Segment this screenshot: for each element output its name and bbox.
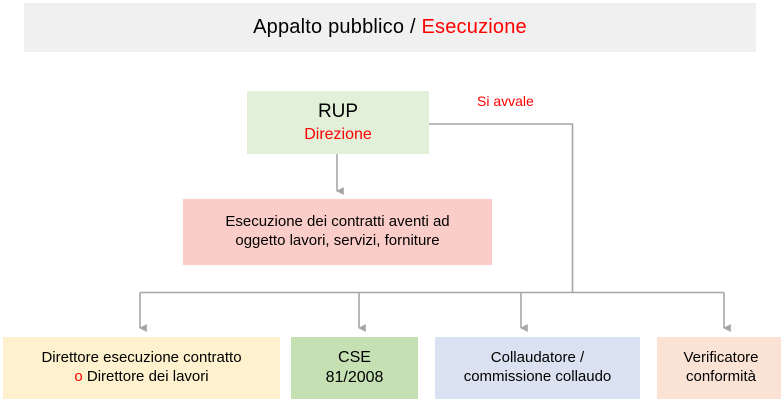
- node-verificatore-line2: conformità: [685, 368, 757, 385]
- node-cse[interactable]: CSE 81/2008: [291, 337, 418, 399]
- node-collaudatore-line1: Collaudatore /: [490, 349, 585, 367]
- node-esecuzione-contratti[interactable]: Esecuzione dei contratti aventi ad ogget…: [183, 199, 492, 265]
- node-collaudatore-line2: commissione collaudo: [463, 368, 612, 385]
- node-rup-subtitle: Direzione: [304, 126, 372, 144]
- node-esecuzione-line1: Esecuzione dei contratti aventi ad: [225, 213, 450, 231]
- node-cse-line2: 81/2008: [325, 369, 384, 386]
- page-title-banner: Appalto pubblico / Esecuzione: [24, 3, 756, 52]
- node-verificatore-line1: Verificatore: [683, 349, 759, 367]
- node-collaudatore[interactable]: Collaudatore / commissione collaudo: [435, 337, 640, 399]
- node-rup-title: RUP: [317, 100, 359, 122]
- edge-label-si-avvale: Si avvale: [477, 93, 534, 109]
- page-title-prefix: Appalto pubblico /: [253, 16, 422, 38]
- node-esecuzione-line2: oggetto lavori, servizi, forniture: [235, 232, 440, 249]
- node-direttore-line2-rest: Direttore dei lavori: [82, 368, 209, 385]
- node-rup[interactable]: RUP Direzione: [247, 91, 429, 154]
- page-title: Appalto pubblico / Esecuzione: [253, 16, 527, 39]
- node-direttore-line2: o Direttore dei lavori: [74, 368, 208, 387]
- node-cse-line1: CSE: [338, 349, 371, 366]
- node-direttore-line1: Direttore esecuzione contratto: [41, 349, 242, 367]
- node-verificatore-conformita[interactable]: Verificatore conformità: [657, 337, 781, 399]
- node-direttore-esecuzione[interactable]: Direttore esecuzione contratto o Diretto…: [3, 337, 280, 399]
- node-direttore-conjunction: o: [74, 368, 83, 385]
- page-title-accent: Esecuzione: [421, 16, 527, 38]
